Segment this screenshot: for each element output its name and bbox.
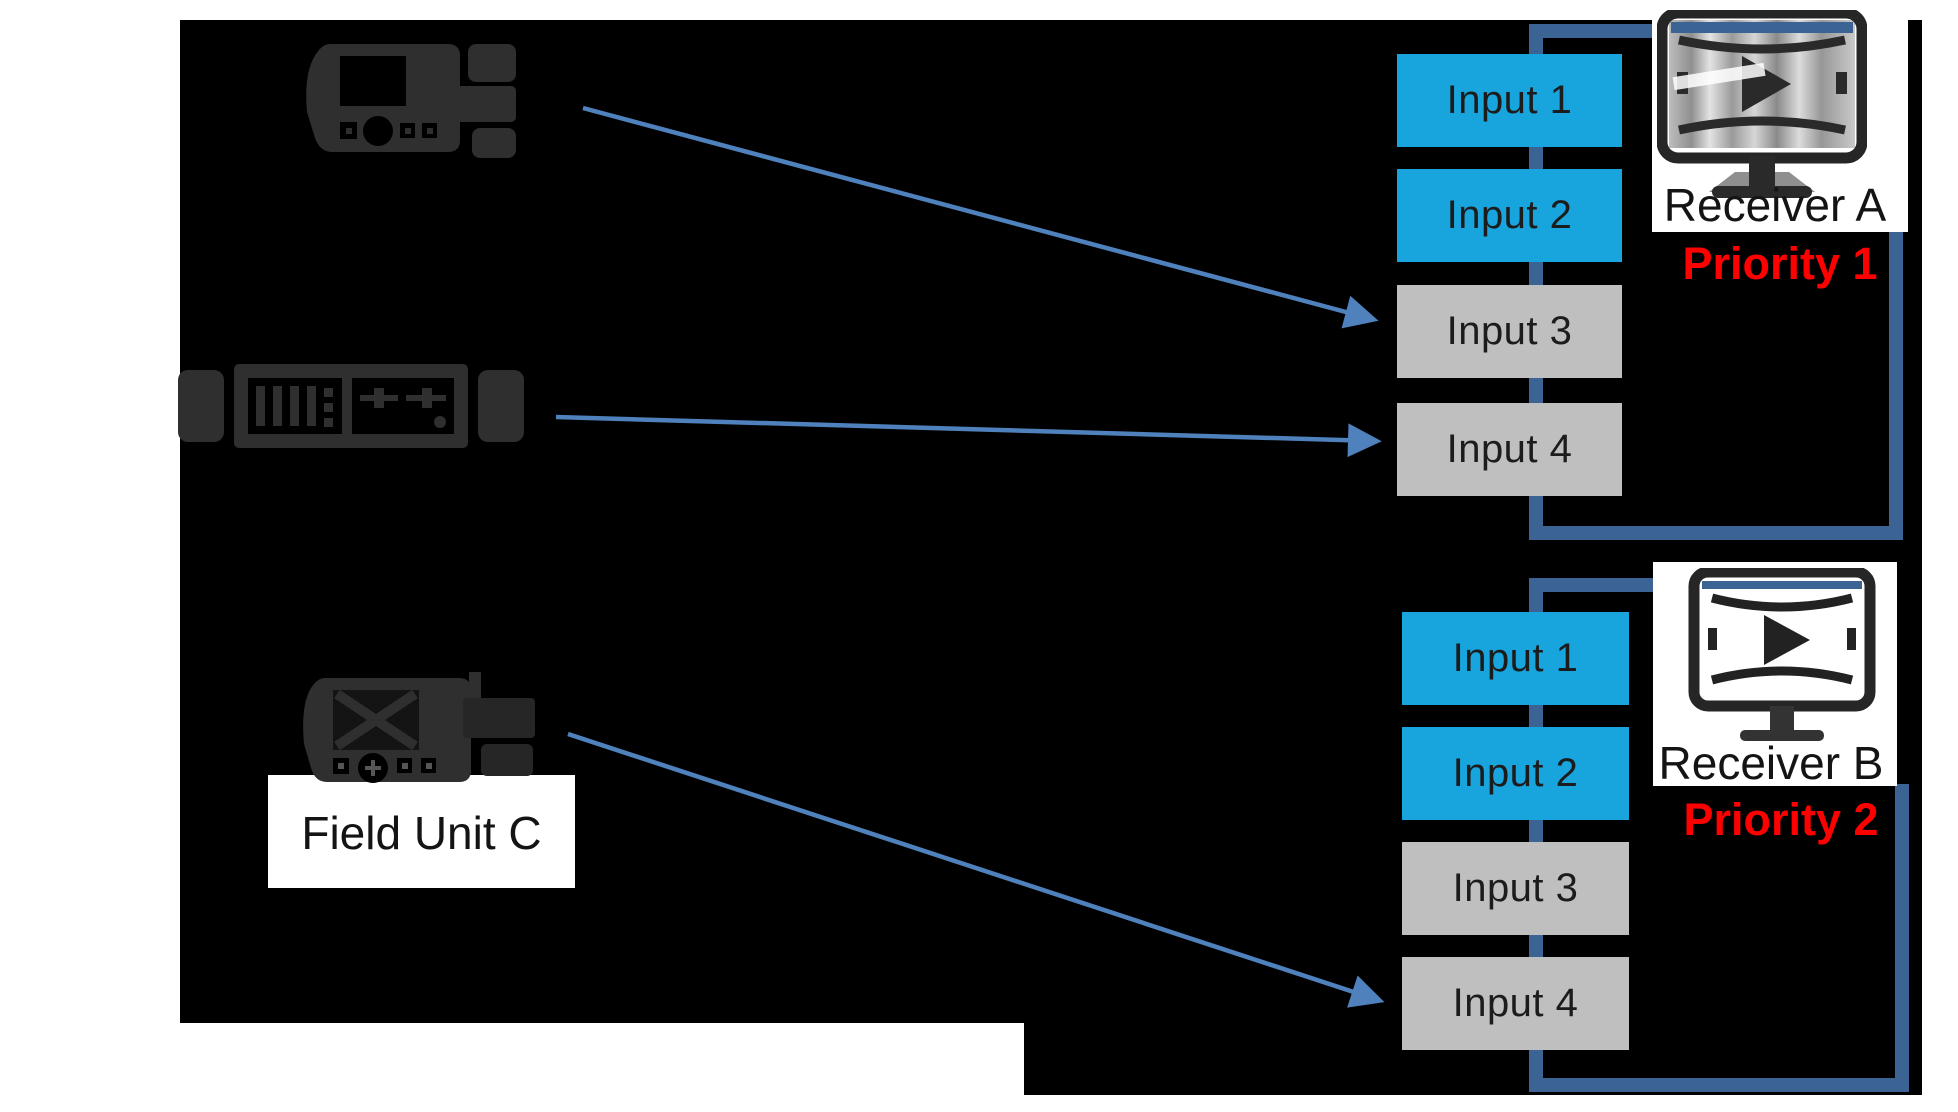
- input-label: Input 1: [1446, 78, 1573, 122]
- receiver-a-name: Receiver A: [1663, 179, 1887, 231]
- receiver-a-bus-bottom-line: [1529, 526, 1903, 540]
- input-label: Input 3: [1446, 309, 1573, 353]
- input-label: Input 4: [1452, 981, 1579, 1025]
- camera-transmitter-icon: [306, 44, 516, 158]
- receiver-b-bus-bottom-line: [1529, 1078, 1909, 1092]
- receiver-a-input-1: Input 1: [1397, 54, 1622, 147]
- receiver-b-input-4: Input 4: [1402, 957, 1629, 1050]
- input-label: Input 2: [1452, 751, 1579, 795]
- receiver-b-monitor-icon: [1688, 568, 1876, 741]
- receiver-b-input-2: Input 2: [1402, 727, 1629, 820]
- rack-receiver-icon: [178, 364, 524, 448]
- receiver-a-input-3: Input 3: [1397, 285, 1622, 378]
- receiver-a-priority: Priority 1: [1682, 238, 1878, 289]
- receiver-a-monitor-icon: [1657, 10, 1867, 198]
- field-unit-c-panel: [268, 775, 575, 888]
- field-unit-c-label: Field Unit C: [301, 807, 542, 859]
- receiver-b-input-3: Input 3: [1402, 842, 1629, 935]
- receiver-b-priority: Priority 2: [1683, 794, 1879, 845]
- receiver-a-input-2: Input 2: [1397, 169, 1622, 262]
- receiver-b-bus-return-line: [1895, 784, 1909, 1092]
- input-label: Input 2: [1446, 193, 1573, 237]
- field-unit-icon: [303, 672, 535, 783]
- receiver-a-bus-return-line: [1889, 230, 1903, 540]
- input-label: Input 4: [1446, 427, 1573, 471]
- receiver-b-input-1: Input 1: [1402, 612, 1629, 705]
- input-label: Input 1: [1452, 636, 1579, 680]
- receiver-a-input-4: Input 4: [1397, 403, 1622, 496]
- input-label: Input 3: [1452, 866, 1579, 910]
- receiver-b-name: Receiver B: [1658, 737, 1884, 789]
